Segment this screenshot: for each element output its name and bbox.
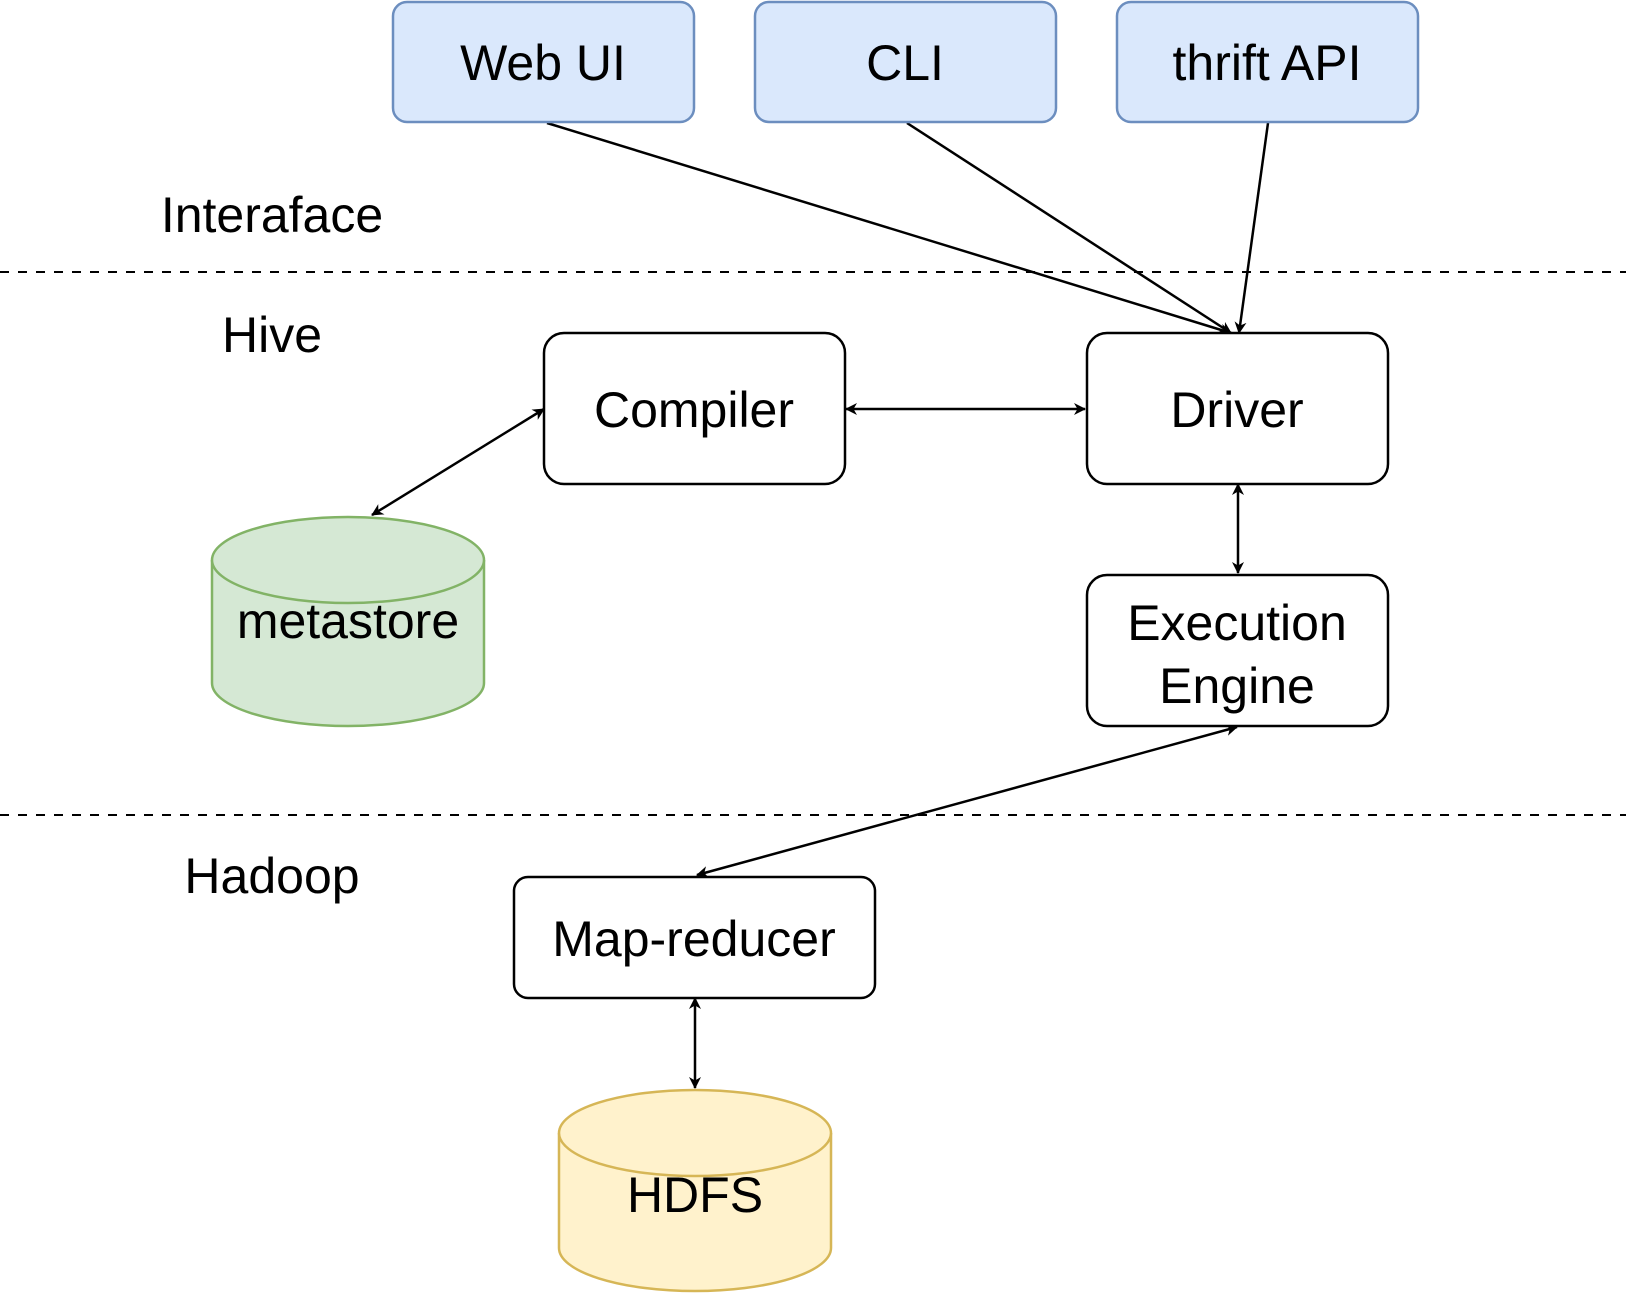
node-thrift-api: thrift API [1115, 0, 1420, 124]
layer-label-hadoop: Hadoop [184, 848, 359, 904]
node-web-ui-label: Web UI [460, 35, 626, 91]
node-execution-engine-label-line2: Engine [1159, 658, 1315, 714]
node-execution-engine-label-line1: Execution [1127, 595, 1347, 651]
node-web-ui: Web UI [391, 0, 696, 124]
node-execution-engine: Execution Engine [1085, 573, 1390, 728]
node-hdfs-label: HDFS [627, 1167, 763, 1223]
node-metastore-label: metastore [237, 593, 459, 649]
layer-label-hive: Hive [222, 307, 322, 363]
edge-thrift-driver [1234, 122, 1270, 334]
edge-execution-mapreducer [696, 724, 1238, 878]
edge-webui-driver [546, 121, 1232, 336]
node-hdfs: HDFS [557, 1088, 833, 1293]
edge-cli-driver [906, 121, 1232, 335]
node-map-reducer: Map-reducer [512, 875, 877, 1000]
node-cli-label: CLI [866, 35, 944, 91]
edge-compiler-metastore [371, 407, 545, 517]
node-driver: Driver [1085, 331, 1390, 486]
node-metastore: metastore [210, 515, 486, 728]
node-map-reducer-label: Map-reducer [552, 911, 835, 967]
layer-label-interface: Interaface [161, 187, 383, 243]
node-compiler: Compiler [542, 331, 847, 486]
node-driver-label: Driver [1170, 382, 1303, 438]
node-cli: CLI [753, 0, 1058, 124]
node-thrift-api-label: thrift API [1173, 35, 1362, 91]
node-compiler-label: Compiler [594, 382, 794, 438]
